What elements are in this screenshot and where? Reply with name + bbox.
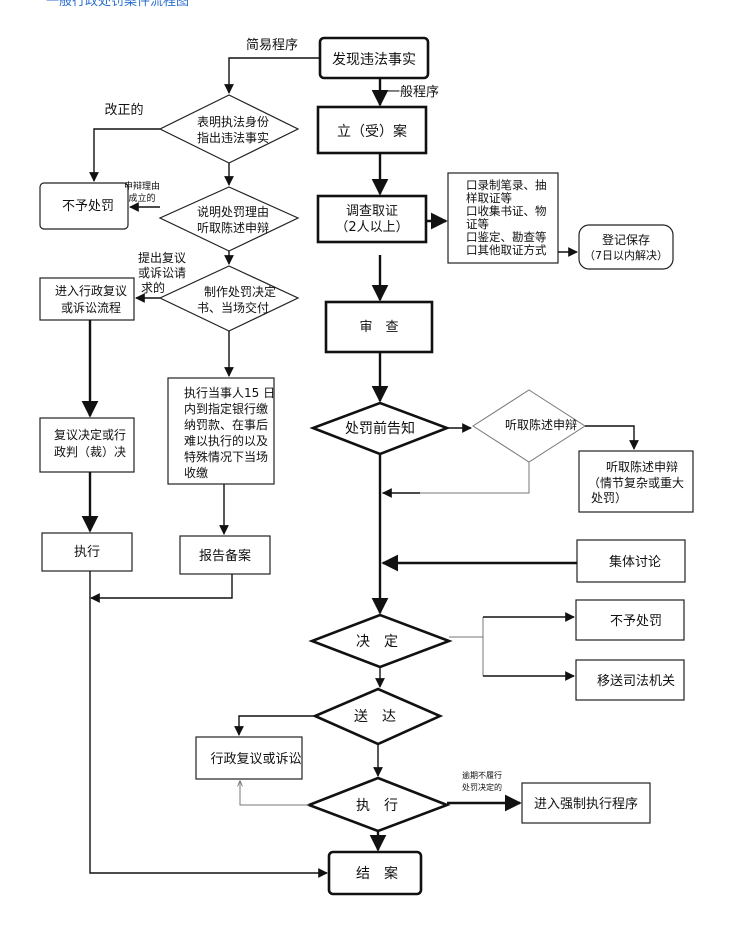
- decision-line-2: 书、当场交付: [197, 300, 269, 315]
- reconsider-box: [195, 736, 303, 780]
- hearing-line-1: 听取陈述申辩: [606, 459, 678, 474]
- review-box: [324, 300, 434, 354]
- discover-label: 发现违法事实: [332, 52, 416, 68]
- report-box: [179, 535, 271, 575]
- apply-line-1: 提出复议: [138, 250, 186, 265]
- no-penalty-right-box: [575, 599, 685, 641]
- pay-line-6: 收缴: [184, 465, 208, 480]
- pre-notice-label: 处罚前告知: [345, 420, 415, 437]
- arrow-deliver-reconsider: [234, 715, 315, 736]
- general-label: 一般程序: [387, 84, 439, 100]
- explain-line-2: 听取陈述申辩: [197, 220, 269, 235]
- evidence-line-3: 口收集书证、物: [466, 204, 547, 218]
- identity-line-2: 指出违法事实: [197, 130, 269, 145]
- evidence-line-1: 口录制笔录、抽: [466, 178, 547, 192]
- review-flow-box: [39, 277, 135, 321]
- transfer-box: [575, 659, 685, 701]
- defense-line-2: 成立的: [128, 192, 155, 204]
- execute-left-label: 执行: [74, 545, 100, 560]
- pay-line-3: 纳罚款、在事后: [184, 418, 268, 432]
- apply-line-2: 或诉讼请: [138, 266, 186, 280]
- apply-line-3: 求的: [141, 280, 165, 295]
- register-box: [316, 105, 428, 155]
- reconsider-label: 行政复议或诉讼: [210, 752, 301, 767]
- evidence-line-4: 证等: [466, 217, 489, 231]
- close-label: 结 案: [356, 865, 398, 882]
- overdue-line-2: 处罚决定的: [462, 782, 502, 792]
- no-penalty-left-box: [39, 182, 129, 230]
- line-decide-down: [449, 636, 484, 676]
- execute-label: 执 行: [356, 798, 398, 814]
- no-penalty-left-label: 不予处罚: [62, 199, 114, 214]
- execute-left-box: [41, 532, 133, 572]
- result-box: [39, 417, 135, 473]
- pay-box: [167, 377, 275, 485]
- corrected-label: 改正的: [104, 102, 143, 118]
- line-decide-up: [449, 617, 484, 638]
- preserve-line-1: 登记保存: [602, 232, 650, 247]
- evidence-line-5: 口鉴定、勘查等: [466, 230, 547, 244]
- collective-box: [576, 539, 686, 583]
- header-title: 一般行政处罚案件流程图: [46, 0, 189, 9]
- investigate-line-2: （2人以上）: [335, 220, 408, 235]
- register-label: 立（受）案: [337, 123, 407, 140]
- decision-line-1: 制作处罚决定: [204, 284, 276, 299]
- hearing-line-3: 处罚）: [591, 491, 627, 505]
- identity-diamond: [158, 94, 300, 164]
- arrow-hear-hearing: [585, 425, 639, 450]
- evidence-line-2: 样取证等: [466, 191, 512, 205]
- preserve-line-2: （7日以内解决）: [584, 248, 668, 262]
- explain-diamond: [158, 186, 300, 252]
- evidence-line-6: 口其他取证方式: [466, 243, 547, 257]
- pay-line-1: 执行当事人15 日: [184, 386, 275, 400]
- hearing-line-2: （情节复杂或重大: [588, 476, 684, 490]
- deliver-label: 送 达: [354, 709, 396, 725]
- enforce-label: 进入强制执行程序: [534, 797, 638, 812]
- arrow-simple: [224, 57, 320, 94]
- pay-line-2: 内到指定银行缴: [184, 401, 268, 416]
- hear-label: 听取陈述申辩: [505, 417, 577, 432]
- collective-label: 集体讨论: [609, 554, 661, 570]
- result-line-1: 复议决定或行: [54, 427, 126, 442]
- arrow-execute-reconsider: [240, 781, 309, 806]
- enforce-box: [521, 782, 651, 824]
- transfer-label: 移送司法机关: [597, 674, 675, 689]
- line-hear-back: [382, 462, 530, 494]
- pay-line-4: 难以执行的以及: [184, 433, 268, 448]
- investigate-line-1: 调查取证: [346, 204, 398, 219]
- overdue-line-1: 逾期不履行: [462, 770, 502, 780]
- review-flow-line-2: 或诉讼流程: [61, 300, 121, 315]
- preserve-box: [578, 224, 674, 270]
- review-label: 审 查: [359, 320, 398, 335]
- review-flow-line-1: 进入行政复议: [55, 284, 127, 298]
- defense-line-1: 申辩理由: [124, 180, 160, 192]
- arrow-report-merge: [90, 574, 233, 603]
- decide-label: 决 定: [356, 634, 398, 650]
- close-box: [327, 850, 423, 896]
- report-label: 报告备案: [199, 548, 251, 564]
- explain-line-1: 说明处罚理由: [197, 204, 269, 219]
- result-line-2: 政判（裁）决: [54, 445, 126, 459]
- arrow-left-close: [89, 571, 328, 878]
- pay-line-5: 特殊情况下当场: [184, 449, 268, 464]
- investigate-box: [316, 194, 428, 244]
- hearing-box: [578, 450, 694, 513]
- identity-line-1: 表明执法身份: [197, 114, 269, 129]
- evidence-box: [447, 172, 559, 264]
- arrow-corrected: [89, 128, 160, 182]
- no-penalty-right-label: 不予处罚: [610, 614, 662, 629]
- simple-label: 简易程序: [246, 37, 298, 53]
